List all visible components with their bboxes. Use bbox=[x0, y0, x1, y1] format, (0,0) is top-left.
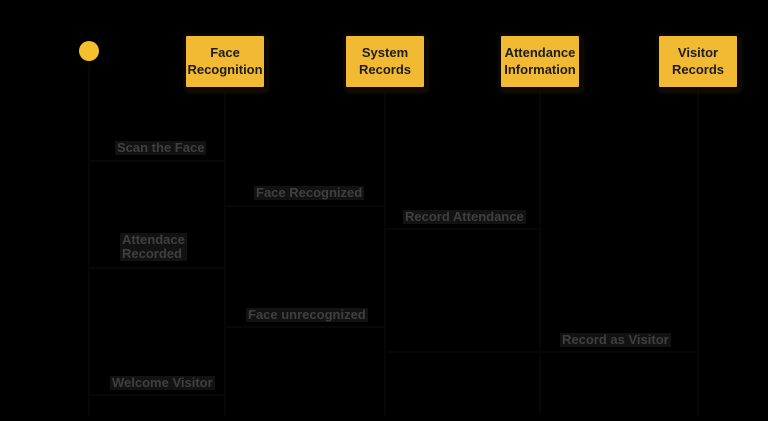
arrow-face-unrecognized bbox=[226, 326, 384, 328]
arrow-face-recognized bbox=[226, 205, 384, 207]
participant-label: Face Recognition bbox=[187, 45, 263, 77]
arrow-record-as-visitor bbox=[386, 351, 697, 353]
participant-face-recognition: Face Recognition bbox=[183, 33, 267, 90]
participant-label: Visitor Records bbox=[671, 45, 725, 77]
message-label-face-unrecognized: Face unrecognized bbox=[246, 307, 368, 322]
message-label-welcome-visitor: Welcome Visitor bbox=[110, 375, 215, 390]
message-label-record-attendance: Record Attendance bbox=[403, 209, 526, 224]
lifeline-system-records bbox=[384, 90, 386, 415]
participant-visitor-records: Visitor Records bbox=[656, 33, 740, 90]
message-label-record-as-visitor: Record as Visitor bbox=[560, 332, 671, 347]
arrow-scan-the-face bbox=[90, 160, 224, 162]
message-label-attendace-recorded: Attendace Recorded bbox=[120, 232, 187, 261]
participant-label: Attendance Information bbox=[504, 45, 576, 77]
lifeline-visitor-records bbox=[697, 90, 699, 415]
arrow-welcome-visitor bbox=[90, 394, 224, 396]
arrow-record-attendance bbox=[386, 228, 539, 230]
participant-system-records: System Records bbox=[343, 33, 427, 90]
lifeline-actor bbox=[88, 62, 90, 415]
message-label-scan-the-face: Scan the Face bbox=[115, 140, 207, 155]
lifeline-attendance-information bbox=[539, 90, 541, 415]
message-label-face-recognized: Face Recognized bbox=[254, 185, 365, 200]
arrow-attendace-recorded bbox=[90, 267, 224, 269]
participant-label: System Records bbox=[358, 45, 412, 77]
participant-attendance-information: Attendance Information bbox=[498, 33, 582, 90]
actor-person-icon bbox=[79, 41, 99, 61]
lifeline-face-recognition bbox=[224, 90, 226, 415]
